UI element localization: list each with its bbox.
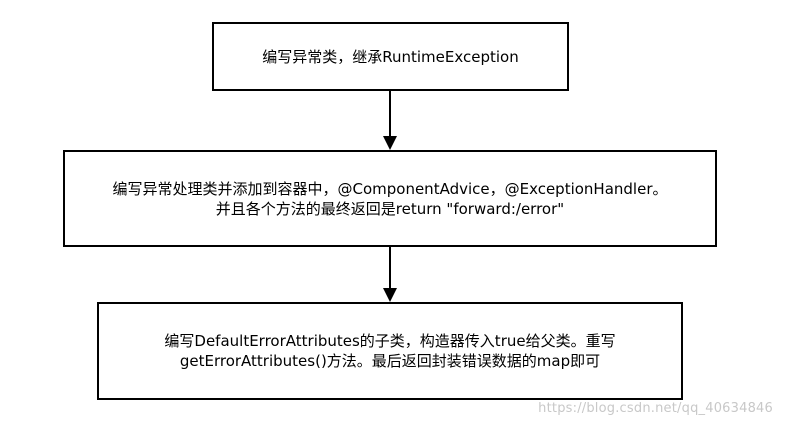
step-2-label: 编写异常处理类并添加到容器中，@ComponentAdvice，@Excepti… xyxy=(112,179,668,218)
step-3-label: 编写DefaultErrorAttributes的子类，构造器传入true给父类… xyxy=(164,332,616,370)
process-box-step-2: 编写异常处理类并添加到容器中，@ComponentAdvice，@Excepti… xyxy=(63,150,717,247)
process-box-step-1: 编写异常类，继承RuntimeException xyxy=(212,22,569,91)
step-1-label: 编写异常类，继承RuntimeException xyxy=(262,47,519,66)
watermark-text: https://blog.csdn.net/qq_40634846 xyxy=(538,401,773,416)
process-box-step-3: 编写DefaultErrorAttributes的子类，构造器传入true给父类… xyxy=(97,302,683,400)
arrow-1-to-2 xyxy=(383,91,397,150)
arrow-2-to-3 xyxy=(383,247,397,302)
